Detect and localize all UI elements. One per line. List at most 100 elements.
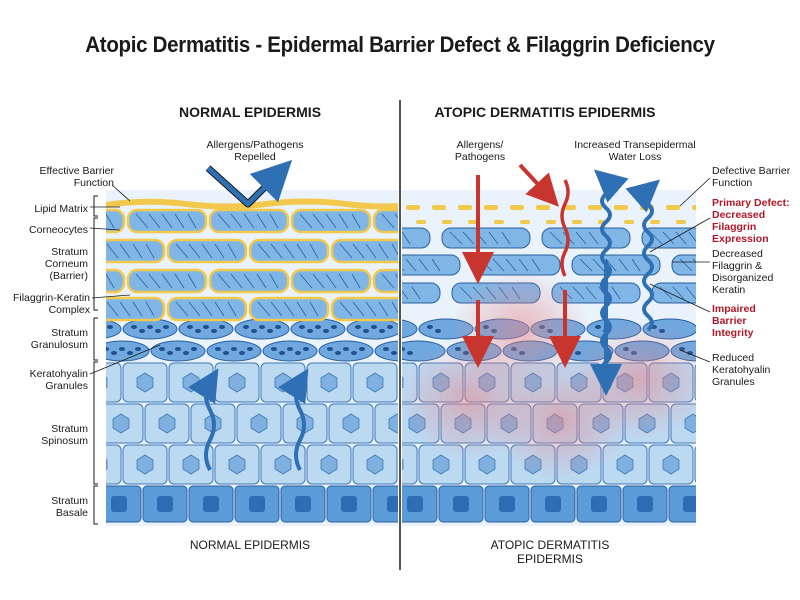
- keratin-fiber: [227, 243, 237, 259]
- spinous-nucleus: [366, 454, 384, 475]
- basal-nucleus: [157, 496, 173, 512]
- leader-line: [649, 283, 711, 313]
- repelled-arrow: [206, 159, 293, 207]
- basal-nucleus: [499, 496, 515, 512]
- spinous-cell: [106, 444, 122, 485]
- keratohyalin-granule: [135, 347, 141, 351]
- keratin-fiber: [257, 301, 271, 317]
- keratin-fiber: [588, 231, 599, 245]
- keratin-fiber: [269, 273, 279, 289]
- basal-cell: [668, 485, 696, 523]
- keratin-fiber: [214, 301, 225, 317]
- keratohyalin-granule: [391, 351, 397, 355]
- normal-tissue: [99, 190, 398, 526]
- keratohyalin-granule: [335, 351, 341, 355]
- keratohyalin-granule: [127, 351, 133, 355]
- keratin-fiber: [309, 243, 319, 259]
- keratohyalin-granule: [107, 325, 113, 329]
- caption-ad: ATOPIC DERMATITIS EPIDERMIS: [490, 538, 610, 566]
- basal-nucleus: [387, 496, 398, 512]
- keratin-fiber: [402, 268, 405, 272]
- keratohyalin-granule: [427, 325, 433, 329]
- label-lipid-matrix: Lipid Matrix: [34, 203, 88, 215]
- keratin-fiber: [411, 286, 421, 300]
- lipid-fragment: [432, 205, 446, 210]
- keratohyalin-granule: [99, 329, 105, 333]
- keratohyalin-granule: [275, 325, 281, 329]
- keratin-fiber: [188, 243, 201, 259]
- keratohyalin-granule: [219, 325, 225, 329]
- lipid-fragment: [484, 205, 498, 210]
- spinous-nucleus: [478, 454, 496, 475]
- keratin-fiber: [217, 273, 231, 289]
- keratin-fiber: [351, 273, 361, 289]
- keratin-fiber: [662, 231, 675, 245]
- keratin-fiber: [449, 231, 463, 245]
- spinous-nucleus: [158, 413, 176, 434]
- keratin-fiber: [309, 301, 319, 317]
- corneocyte: [441, 227, 531, 249]
- keratohyalin-granule: [203, 325, 209, 329]
- keratin-fiber: [575, 231, 587, 245]
- keratin-fiber: [585, 286, 597, 300]
- keratohyalin-granule: [183, 351, 189, 355]
- keratohyalin-granule: [247, 347, 253, 351]
- keratin-fiber: [378, 301, 389, 317]
- label-stratum-basale: Stratum Basale: [51, 495, 88, 519]
- lipid-fragment: [406, 205, 420, 210]
- basal-nucleus: [545, 496, 561, 512]
- keratohyalin-granule: [327, 347, 333, 351]
- keratin-fiber: [106, 273, 115, 289]
- label-corneocytes: Corneocytes: [29, 224, 88, 236]
- keratin-fiber: [402, 231, 411, 245]
- keratin-fiber: [214, 243, 225, 259]
- keratin-fiber: [618, 258, 629, 272]
- keratohyalin-granule: [279, 351, 285, 355]
- keratohyalin-granule: [243, 325, 249, 329]
- corneocyte: [106, 238, 166, 264]
- basal-nucleus: [453, 496, 469, 512]
- keratin-fiber: [270, 301, 283, 317]
- spinous-cell: [402, 444, 418, 485]
- keratin-fiber: [325, 213, 337, 229]
- keratohyalin-granule: [343, 347, 349, 351]
- keratin-fiber: [462, 231, 475, 245]
- lipid-fragment: [510, 205, 524, 210]
- keratohyalin-granule: [323, 329, 329, 333]
- keratin-fiber: [296, 243, 307, 259]
- keratin-fiber: [132, 243, 143, 259]
- water-loss-arrow: [593, 169, 629, 392]
- keratohyalin-granule: [119, 347, 125, 351]
- lipid-fragment: [614, 205, 628, 210]
- keratin-fiber: [132, 301, 143, 317]
- keratohyalin-granule: [163, 325, 169, 329]
- lipid-fragment: [468, 220, 478, 224]
- keratin-fiber: [699, 287, 708, 299]
- spinous-nucleus: [320, 454, 338, 475]
- keratohyalin-granule: [187, 325, 193, 329]
- keratin-fiber: [531, 258, 541, 272]
- keratohyalin-granule: [295, 351, 301, 355]
- lipid-fragment: [536, 205, 550, 210]
- keratin-fiber: [378, 243, 389, 259]
- keratin-fiber: [299, 213, 313, 229]
- layer-bracket: [93, 217, 98, 311]
- keratin-fiber: [685, 286, 696, 300]
- keratin-fiber: [579, 258, 593, 272]
- keratohyalin-granule: [359, 347, 365, 351]
- keratohyalin-granule: [371, 325, 377, 329]
- keratin-fiber: [338, 213, 349, 229]
- keratohyalin-granule: [351, 351, 357, 355]
- keratin-fiber: [312, 213, 325, 229]
- keratin-fiber: [106, 301, 119, 317]
- layer-bracket: [93, 195, 98, 217]
- keratin-fiber: [394, 213, 398, 219]
- keratohyalin-granule: [231, 347, 237, 351]
- lipid-fragment: [588, 205, 602, 210]
- keratohyalin-granule: [175, 347, 181, 351]
- keratohyalin-granule: [191, 347, 197, 351]
- lipid-matrix: [106, 198, 398, 210]
- keratohyalin-granule: [355, 325, 361, 329]
- lipid-fragment: [572, 220, 582, 224]
- keratin-fiber: [269, 213, 279, 229]
